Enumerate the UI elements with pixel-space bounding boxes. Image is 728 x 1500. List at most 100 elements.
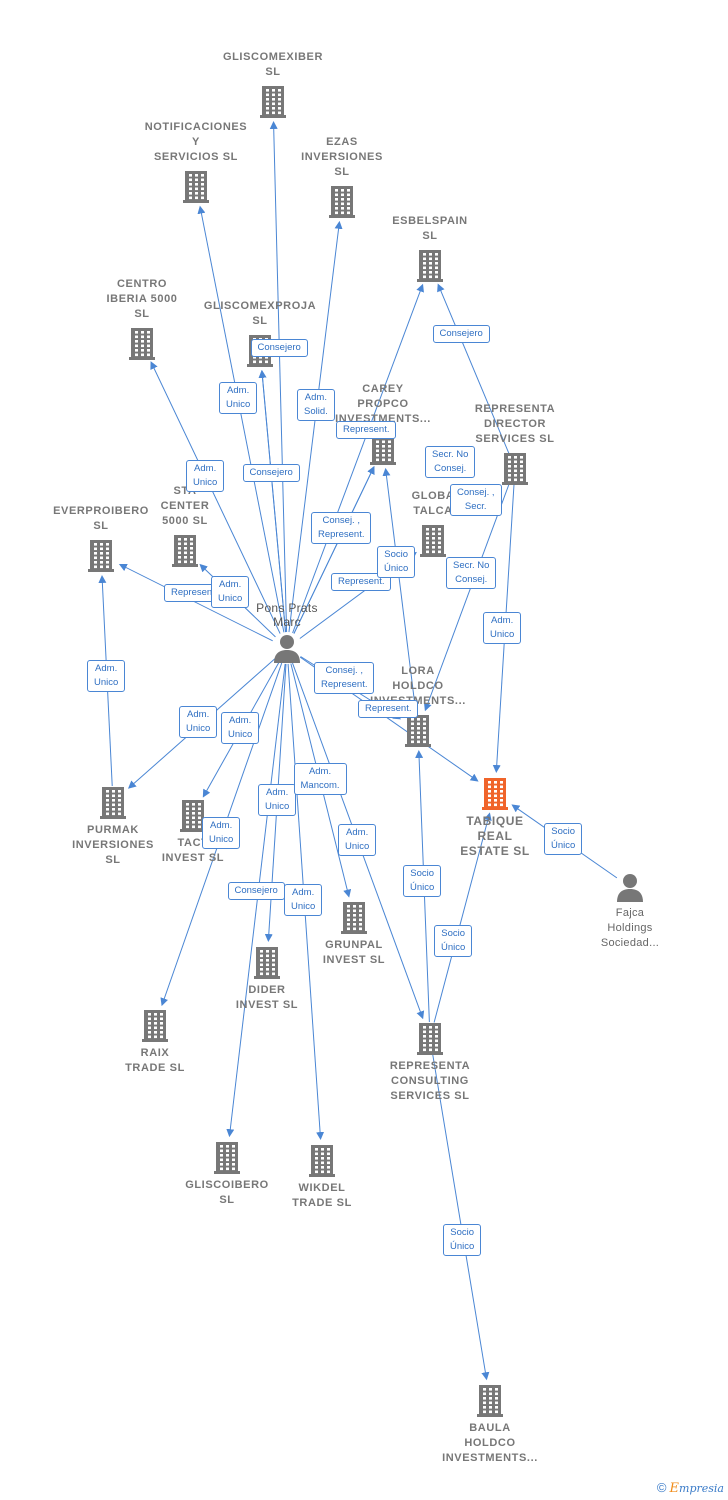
building-icon	[183, 171, 209, 203]
node-label: PURMAK INVERSIONES SL	[72, 824, 154, 866]
node-baula[interactable]: BAULA HOLDCO INVESTMENTS...	[430, 1383, 550, 1466]
edge-label[interactable]: Socio Único	[544, 823, 583, 855]
edge-label[interactable]: Adm. Unico	[211, 576, 250, 608]
edge-representa_director-lora	[423, 482, 510, 712]
building-icon	[260, 86, 286, 118]
node-label: ESBELSPAIN SL	[392, 215, 468, 242]
building-icon	[417, 250, 443, 282]
building-icon	[482, 778, 508, 810]
building-icon	[180, 800, 206, 832]
node-label: GLISCOMEXPROJA SL	[203, 300, 317, 327]
edge-label[interactable]: Socio Único	[403, 865, 442, 897]
building-icon	[341, 902, 367, 934]
edge-label[interactable]: Consej. , Secr.	[450, 484, 502, 516]
node-label: GRUNPAL INVEST SL	[322, 939, 386, 966]
edge-label[interactable]: Adm. Unico	[221, 712, 260, 744]
node-label: EZAS INVERSIONES SL	[301, 136, 383, 178]
building-icon	[502, 453, 528, 485]
node-pons[interactable]: Pons Prats Marc	[227, 601, 347, 663]
edge-label-secr[interactable]: Secr. No Consej.	[446, 557, 497, 589]
edge-label[interactable]: Consejero	[250, 339, 308, 357]
building-icon	[417, 1023, 443, 1055]
edge-label[interactable]: Socio Único	[377, 546, 416, 578]
node-tact[interactable]: TACT INVEST SL	[133, 798, 253, 866]
copyright-symbol: ©	[656, 1480, 667, 1495]
node-dider[interactable]: DIDER INVEST SL	[207, 945, 327, 1013]
node-gliscomexiber[interactable]: GLISCOMEXIBER SL	[213, 50, 333, 118]
node-representa-director[interactable]: REPRESENTA DIRECTOR SERVICES SL	[455, 402, 575, 485]
edge-label[interactable]: Consej. , Represent.	[314, 662, 375, 694]
edge-label[interactable]: Socio Único	[434, 925, 473, 957]
node-label: TACT INVEST SL	[161, 837, 225, 864]
edge-label[interactable]: Adm. Unico	[284, 884, 323, 916]
edge-label[interactable]: Adm. Solid.	[297, 389, 335, 421]
node-label: CENTRO IBERIA 5000 SL	[106, 278, 178, 320]
node-label: RAIX TRADE SL	[125, 1047, 185, 1074]
node-tabique[interactable]: TABIQUE REAL ESTATE SL	[435, 776, 555, 859]
brand-initial: E	[669, 1481, 680, 1496]
node-label: EVERPROIBERO SL	[53, 505, 149, 532]
node-notificaciones[interactable]: NOTIFICACIONES Y SERVICIOS SL	[136, 120, 256, 203]
edge-label[interactable]: Consejero	[242, 464, 300, 482]
edge-pons-notificaciones	[197, 205, 285, 633]
node-label: GLISCOMEXIBER SL	[222, 51, 324, 78]
person-icon	[274, 635, 300, 663]
building-icon	[88, 540, 114, 572]
edge-label[interactable]: Socio Único	[443, 1224, 482, 1256]
edge-label[interactable]: Represent.	[331, 573, 392, 591]
edge-pons-esbelspain	[292, 283, 424, 634]
edge-label[interactable]: Adm. Unico	[186, 460, 225, 492]
node-raix[interactable]: RAIX TRADE SL	[95, 1008, 215, 1076]
edge-label[interactable]: Consejero	[227, 882, 285, 900]
node-centro[interactable]: CENTRO IBERIA 5000 SL	[82, 277, 202, 360]
edge-label[interactable]: Adm. Unico	[219, 382, 258, 414]
edge-representa_director-esbelspain	[437, 283, 510, 454]
edge-pons-gliscomexproja	[258, 369, 287, 633]
edge-representa_consulting-tabique	[433, 812, 492, 1023]
node-purmak[interactable]: PURMAK INVERSIONES SL	[53, 785, 173, 868]
node-gliscoibero[interactable]: GLISCOIBERO SL	[167, 1140, 287, 1208]
empresia-logo[interactable]: © Empresia	[657, 1480, 724, 1496]
edge-pons-everproibero	[118, 563, 273, 642]
building-icon	[129, 328, 155, 360]
edge-label[interactable]: Represent.	[358, 700, 419, 718]
edge-label[interactable]: Adm. Unico	[179, 706, 218, 738]
edge-label[interactable]: Adm. Mancom.	[293, 763, 347, 795]
edge-label[interactable]: Adm. Unico	[338, 824, 377, 856]
node-label: BAULA HOLDCO INVESTMENTS...	[442, 1422, 538, 1464]
edge-lora-carey	[382, 467, 417, 715]
edge-label-secr[interactable]: Secr. No Consej.	[425, 446, 476, 478]
node-global[interactable]: GLOBA TALCA	[373, 489, 493, 557]
building-icon	[100, 787, 126, 819]
node-everproibero[interactable]: EVERPROIBERO SL	[41, 504, 161, 572]
node-label: REPRESENTA CONSULTING SERVICES SL	[389, 1060, 471, 1102]
node-star[interactable]: STA CENTER 5000 SL	[125, 484, 245, 567]
edge-label[interactable]: Consejero	[432, 325, 490, 343]
node-ezas[interactable]: EZAS INVERSIONES SL	[282, 135, 402, 218]
node-fajca[interactable]: Fajca Holdings Sociedad...	[570, 872, 690, 951]
brand-name: mpresia	[679, 1482, 724, 1495]
edge-representa_consulting-baula	[432, 1053, 490, 1381]
edge-label[interactable]: Adm. Unico	[87, 660, 126, 692]
edge-label[interactable]: Adm. Unico	[258, 784, 297, 816]
edge-pons-gliscomexiber	[269, 120, 288, 633]
node-label: Pons Prats Marc	[256, 601, 318, 629]
node-label: GLISCOIBERO SL	[185, 1179, 269, 1206]
node-label: TABIQUE REAL ESTATE SL	[460, 814, 530, 858]
node-representa-consulting[interactable]: REPRESENTA CONSULTING SERVICES SL	[370, 1021, 490, 1104]
edge-label[interactable]: Represent.	[336, 421, 397, 439]
building-icon	[214, 1142, 240, 1174]
node-grunpal[interactable]: GRUNPAL INVEST SL	[294, 900, 414, 968]
node-esbelspain[interactable]: ESBELSPAIN SL	[370, 214, 490, 282]
node-label: STA CENTER 5000 SL	[160, 485, 210, 527]
edge-label[interactable]: Consej. , Represent.	[311, 512, 372, 544]
building-icon	[309, 1145, 335, 1177]
edge-label[interactable]: Adm. Unico	[202, 817, 241, 849]
node-label: GLOBA TALCA	[411, 490, 455, 517]
node-wikdel[interactable]: WIKDEL TRADE SL	[262, 1143, 382, 1211]
edge-pons-ezas	[288, 220, 343, 633]
person-icon	[617, 874, 643, 902]
edge-label[interactable]: Adm. Unico	[483, 612, 522, 644]
node-label: Fajca Holdings Sociedad...	[600, 907, 660, 949]
